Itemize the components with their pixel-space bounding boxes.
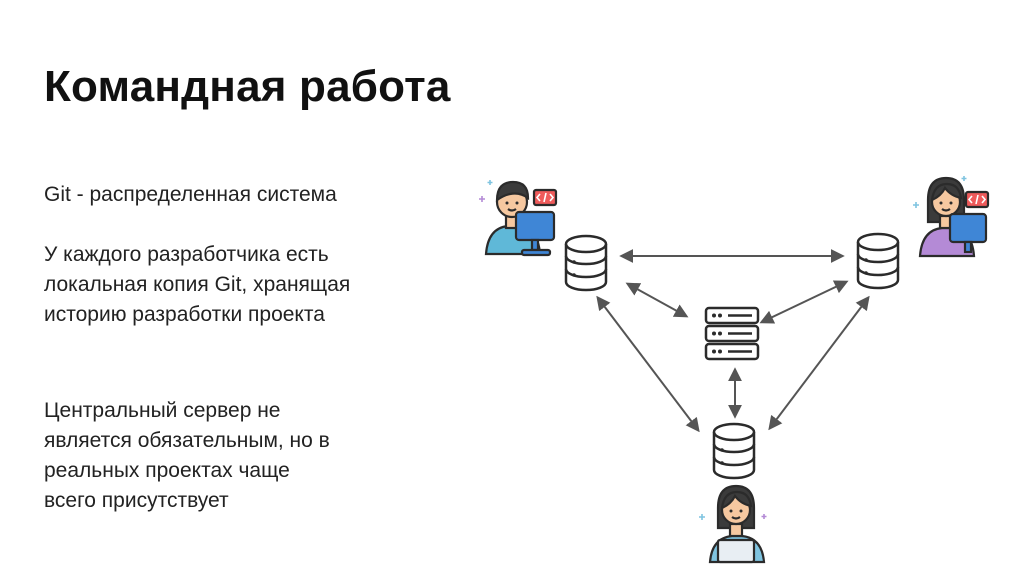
monitor-icon: [948, 212, 988, 254]
database-icon: [564, 234, 608, 292]
paragraph-distributed: Git - распределенная система: [44, 180, 337, 210]
text-line: локальная копия Git, хранящая: [44, 273, 351, 296]
paragraph-local-copy: У каждого разработчика есть локальная ко…: [44, 240, 444, 330]
text-line: является обязательным, но в: [44, 429, 330, 452]
hair-front: [930, 182, 963, 202]
arrow-left-server: [625, 282, 689, 318]
text-line: историю разработки проекта: [44, 303, 325, 326]
database-icon: [856, 232, 900, 290]
hair-front: [720, 490, 753, 510]
database-icon: [712, 422, 756, 480]
developer-right-avatar: [913, 176, 990, 258]
text-line: всего присутствует: [44, 489, 229, 512]
code-tag-icon: [964, 190, 990, 209]
text-line: У каждого разработчика есть: [44, 243, 329, 266]
arrow-right-bottom: [768, 295, 870, 431]
developer-left-avatar: [479, 180, 558, 257]
text-line: Центральный сервер не: [44, 399, 281, 422]
arrow-left-bottom: [596, 295, 700, 433]
developer-bottom-avatar: [699, 484, 767, 564]
connections: [596, 249, 870, 433]
slide-title: Командная работа: [44, 62, 451, 111]
text-line: Git - распределенная система: [44, 183, 337, 206]
code-tag-icon: [532, 188, 558, 207]
paragraph-central-server: Центральный сервер не является обязатель…: [44, 396, 414, 516]
arrow-right-server: [759, 280, 849, 324]
git-network-diagram: [479, 176, 990, 564]
server-rack-icon: [704, 306, 760, 361]
monitor-icon: [514, 210, 556, 257]
laptop-icon: [716, 538, 756, 564]
neck: [728, 522, 744, 538]
text-line: реальных проектах чаще: [44, 459, 290, 482]
hair: [495, 180, 530, 203]
